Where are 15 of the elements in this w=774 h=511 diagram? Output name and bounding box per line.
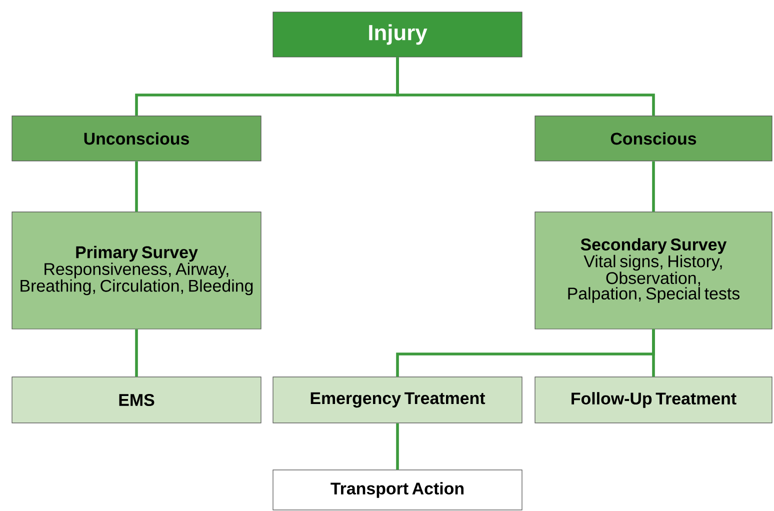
connector-line xyxy=(396,423,399,470)
action-box: Follow-Up Treatment xyxy=(534,376,772,424)
connector-line xyxy=(135,161,138,212)
action-box: Emergency Treatment xyxy=(272,376,522,424)
connector-line xyxy=(396,57,655,116)
category-box: Conscious xyxy=(534,116,772,162)
action-box: Transport Action xyxy=(272,470,522,510)
connector-line xyxy=(652,161,655,212)
connector-line xyxy=(135,329,138,377)
category-box: Unconscious xyxy=(12,116,262,162)
action-box: EMS xyxy=(12,376,262,424)
title-box: Injury xyxy=(272,12,522,58)
survey-box: Primary Survey Responsiveness, Airway, Breathing, Circulation, Bleeding xyxy=(12,212,262,330)
connector-line xyxy=(652,329,655,377)
survey-box: Secondary Survey Vital signs, History, Observation, Palpation, Special tests xyxy=(534,212,772,330)
